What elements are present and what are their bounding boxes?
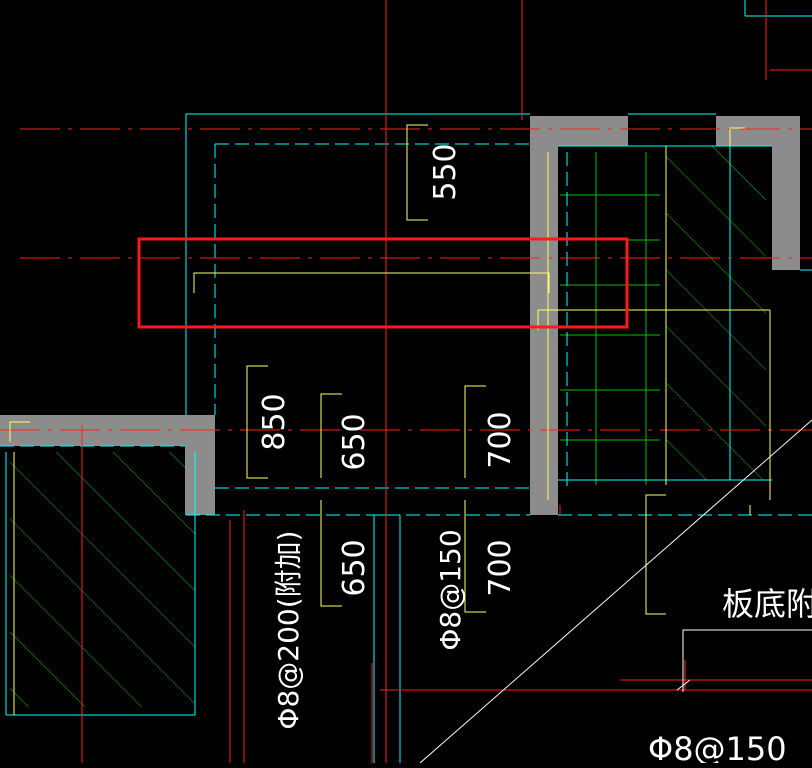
dim-650-lower: 650 [337, 539, 372, 596]
dim-650-upper: 650 [337, 413, 372, 470]
dim-850: 850 [257, 393, 292, 450]
annotation-lines [419, 419, 812, 764]
dim-700-lower: 700 [483, 539, 518, 596]
rebar-lines [9, 124, 771, 715]
hatched-slab-right [666, 146, 766, 480]
wall-left-l [0, 415, 215, 515]
wall-right-corner [716, 116, 800, 270]
rebar-spec-200: Φ8@200(附加) [272, 530, 305, 729]
dimension-labels: 550 850 650 700 650 700 [257, 143, 518, 596]
hatched-slab-left [10, 452, 195, 707]
wall-center-l [530, 116, 628, 515]
slab-note: 板底附加 [722, 585, 812, 623]
dim-700-upper: 700 [483, 411, 518, 468]
additional-rebar [193, 272, 550, 293]
rebar-spec-150-mid: Φ8@150 [434, 529, 467, 650]
concrete-walls [0, 116, 800, 515]
highlight-box[interactable] [137, 237, 629, 329]
rebar-spec-labels: Φ8@200(附加) Φ8@150 Φ8@150 板底附加 [272, 529, 812, 768]
rebar-grid-right-room [560, 152, 660, 485]
dim-550: 550 [428, 143, 463, 200]
rebar-spec-150-bottom: Φ8@150 [648, 730, 787, 763]
